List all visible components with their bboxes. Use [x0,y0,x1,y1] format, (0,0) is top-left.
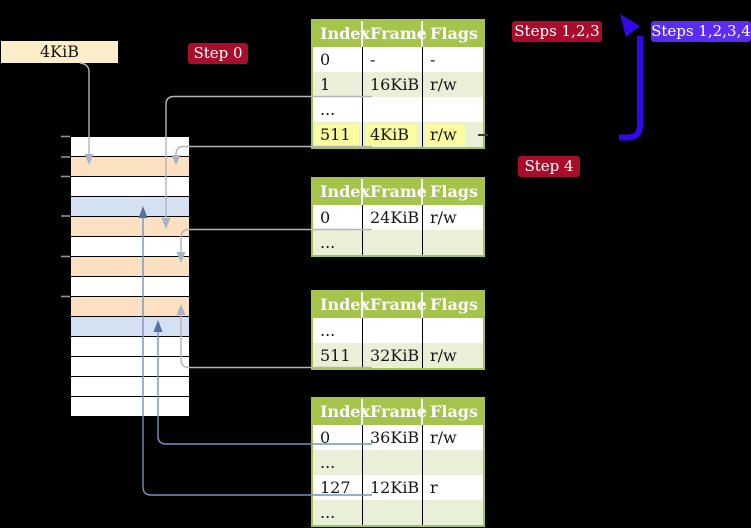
col-header-flags: Flags [430,295,478,314]
badge-steps-1-2-3-4: Steps 1,2,3,4 [651,21,751,42]
cell-flags [423,450,483,475]
col-header-index: Index [313,399,370,425]
col-header-frame: Frame [363,292,427,318]
col-header-index: Index [313,21,370,47]
cell-index: ... [313,500,363,525]
memory-frame-row-peach [71,156,189,176]
cell-index: ... [313,97,363,122]
cell-index: 511 [313,343,363,368]
table-row: ... [313,230,483,255]
cell-index: 1 [313,72,363,97]
cell-frame [363,97,423,122]
table-row: 127 12KiB r [313,475,483,500]
cell-frame: 4KiB [363,122,423,147]
col-header-frame: Frame [363,21,427,47]
memory-frame-row-peach [71,256,189,276]
memory-frame-row-white [71,396,189,416]
memory-frame-row-white [71,236,189,256]
table-header-row: Index Frame Flags [313,21,483,47]
cell-frame [363,318,423,343]
memory-frame-row-white [71,137,189,156]
page-table-3: Index Frame Flags ... 511 32KiB r/w [311,290,485,370]
table-header-row: Index Frame Flags [313,292,483,318]
cell-flags: r/w [430,208,457,227]
memory-frame-row-peach [71,216,189,236]
cell-frame [363,450,423,475]
cell-flags: r/w [423,122,483,147]
table-row-highlighted: 511 4KiB r/w [313,122,483,147]
table-row: 0 24KiB r/w [313,205,483,230]
col-header-flags: Flags [430,402,478,421]
cell-index: 0 [313,205,363,230]
memory-frame-row-white [71,176,189,196]
cell-flags: r/w [430,346,457,365]
cell-index: 511 [313,122,363,147]
col-header-flags: Flags [430,24,478,43]
table-row: 1 16KiB r/w [313,72,483,97]
cell-frame: 16KiB [363,72,423,97]
memory-frame-row-blue [71,196,189,216]
memory-frame-row-white [71,356,189,376]
cell-flags [423,230,483,255]
cell-index: ... [313,318,363,343]
col-header-index: Index [313,292,370,318]
col-header-flags: Flags [430,182,478,201]
badge-step-0: Step 0 [188,43,248,64]
cell-flags: r/w [430,428,457,447]
cell-flags [423,318,483,343]
physical-memory-strip [70,136,190,417]
table-row: 0 36KiB r/w [313,425,483,450]
table-row: ... [313,318,483,343]
cell-frame [363,500,423,525]
cell-index: 127 [313,475,363,500]
table-row: ... [313,97,483,122]
memory-frame-row-white [71,276,189,296]
badge-step-4: Step 4 [518,156,580,177]
col-header-index: Index [313,179,370,205]
table-address-label: 4KiB [1,41,118,63]
page-table-4: Index Frame Flags 0 36KiB r/w ... 127 12… [311,397,485,527]
memory-frame-row-white [71,336,189,356]
cell-frame [363,230,423,255]
cell-frame: 12KiB [363,475,423,500]
cell-frame: 36KiB [363,425,423,450]
table-row: 0 - - [313,47,483,72]
cell-frame: 24KiB [363,205,423,230]
table-row: ... [313,500,483,525]
table-header-row: Index Frame Flags [313,179,483,205]
cell-index: ... [313,230,363,255]
memory-address-ticks [61,135,70,298]
cell-flags [423,97,483,122]
col-header-frame: Frame [363,399,427,425]
cell-flags [423,500,483,525]
cell-index: 0 [313,425,363,450]
cell-frame: 32KiB [363,343,423,368]
cell-frame: - [363,47,423,72]
memory-frame-row-peach [71,296,189,316]
cell-flags: r/w [430,75,457,94]
badge-steps-1-2-3: Steps 1,2,3 [512,21,602,42]
table-header-row: Index Frame Flags [313,399,483,425]
table-row: 511 32KiB r/w [313,343,483,368]
cell-index: 0 [313,47,363,72]
recursive-loop-arrow [619,36,643,141]
recursive-loop-arrowhead-icon [620,14,640,37]
page-table-1: Index Frame Flags 0 - - 1 16KiB r/w ... … [311,19,485,149]
table-row: ... [313,450,483,475]
memory-frame-row-white [71,376,189,396]
memory-frame-row-blue [71,316,189,336]
cell-index: ... [313,450,363,475]
cell-flags: r [430,478,438,497]
col-header-frame: Frame [363,179,427,205]
page-table-2: Index Frame Flags 0 24KiB r/w ... [311,177,485,257]
cell-flags: - [430,50,436,69]
